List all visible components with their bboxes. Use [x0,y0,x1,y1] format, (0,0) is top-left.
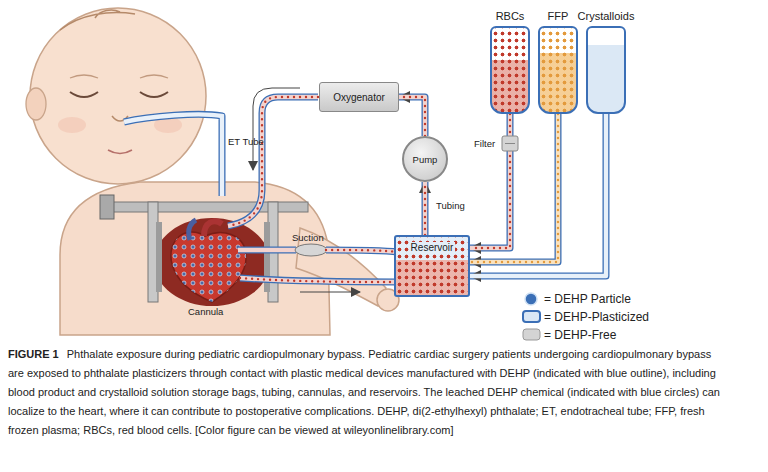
tube-blood [470,114,558,262]
venous-line-blood [240,278,398,282]
tube-lumen [470,114,606,276]
storage-bag: Crystalloids [578,10,635,114]
arterial-line-blood [228,97,318,226]
tubing-connector [425,182,426,235]
reservoir-box: Reservoir [394,235,470,297]
storage-bag: FFP [538,10,578,114]
legend-plasticized-sample [523,311,540,322]
tube-wall [470,114,510,248]
bag-label: RBCs [490,10,530,22]
closed-eye [70,92,98,97]
pump-circle: Pump [402,136,448,182]
retractor-blade [156,222,162,292]
figure-caption: FIGURE 1Phthalate exposure during pediat… [8,345,720,440]
suction-tube [326,250,398,252]
node-label: Oxygenator [333,92,385,103]
venous-line [240,278,398,282]
head [30,8,206,184]
torso [60,182,330,335]
part-label: Filter [474,138,495,149]
part-label: Cannula [188,306,223,317]
legend-particle-sample [525,293,537,305]
bag-body [538,26,578,114]
cheek [58,117,86,133]
node-label: Pump [413,154,438,165]
closed-eye [140,92,168,97]
filter-mesh [505,143,515,144]
venous-line-inner [240,278,398,282]
tube-wall [470,114,558,262]
tube-wall [399,97,425,136]
tube-wall [422,182,429,235]
vein [189,220,196,240]
heart [171,232,246,302]
tube-lumen [470,114,558,262]
bag-label: FFP [538,10,578,22]
retractor-crank [100,195,114,219]
tubing-connector [470,114,606,276]
legend-entry: = DEHP-Plasticized [544,310,649,324]
arterial-line [228,97,318,226]
tubing-connector [399,97,425,136]
suction-line [238,247,296,254]
mouth [108,150,132,154]
tube-lumen [423,182,427,235]
tubing-connector [470,114,510,248]
filter-symbol [502,136,518,151]
storage-bag: RBCs [490,10,530,114]
oxygenator-box: Oxygenator [319,82,399,112]
suction-tube-blood [326,250,398,252]
flow-arrow [300,292,360,293]
tube-blood [424,182,426,235]
et-tube-inner [124,114,222,196]
suction-line-inner [238,248,296,252]
hair [60,10,135,30]
heart-dots [171,232,246,302]
legend-entry: = DEHP Particle [544,292,631,306]
legend-entry: = DEHP-Free [544,328,616,342]
et-tube [124,114,222,196]
tube-blood [399,97,425,136]
tube-wall [470,114,606,276]
suction-handle [295,244,327,256]
tubing-connector [470,114,558,262]
caption-text: Phthalate exposure during pediatric card… [8,348,720,436]
flow-arrow [253,88,300,170]
legend-free-sample [523,329,540,340]
aorta [204,221,222,236]
arterial-line-inner [228,97,318,226]
part-label: ET Tube [228,136,264,147]
part-label: Tubing [436,200,465,211]
tube-lumen [399,97,425,136]
ear [26,88,46,120]
chest-opening [154,218,270,306]
figure-number: FIGURE 1 [8,348,59,360]
part-label: Suction [292,232,324,243]
node-label: Reservoir [409,242,456,253]
bag-body [490,26,530,114]
tube-lumen [470,114,510,248]
suction-tube-inner [326,250,398,252]
bag-label: Crystalloids [578,10,635,22]
eyebrow [70,75,168,78]
bag-body [586,26,626,114]
tube-blood [470,114,510,248]
